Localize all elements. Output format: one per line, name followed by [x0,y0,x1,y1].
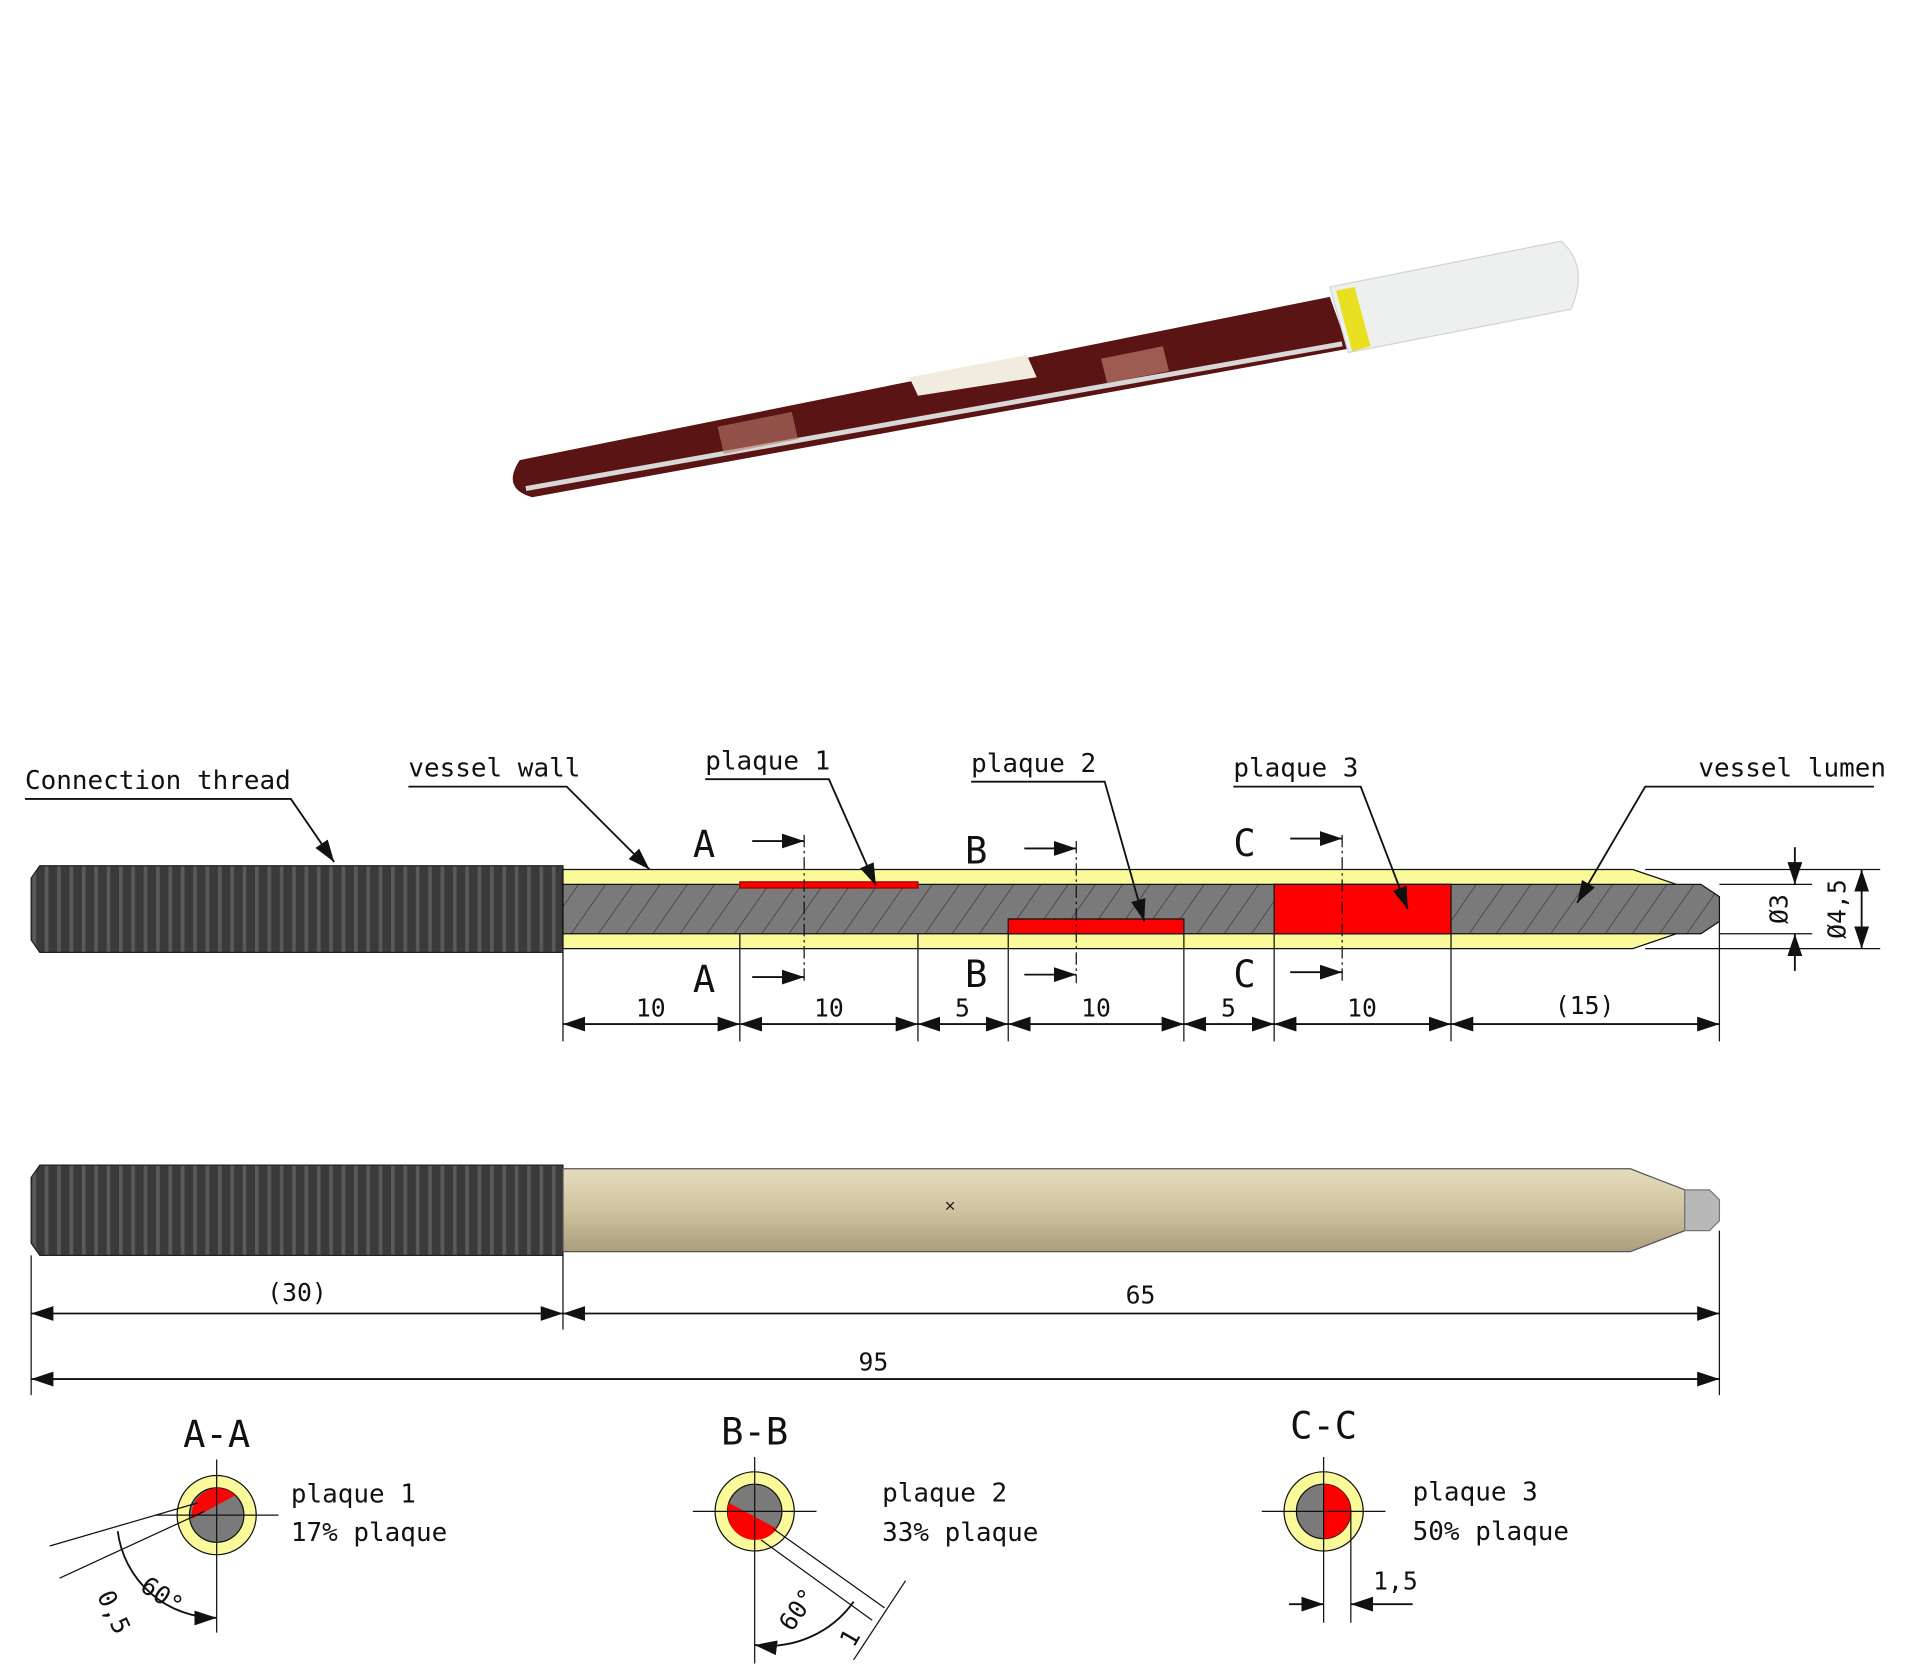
section-view: Connection thread vessel wall plaque 1 p… [25,746,1886,1042]
dimension-label: plaque 2 [882,1479,1007,1509]
section-dimensions: 10 10 5 10 5 10 (15) [562,921,1721,1042]
section-mark-a: AA [693,823,805,1001]
cross-section-c-c: C-C 1,5 plaque 3 50% plaque [1261,1404,1569,1623]
plaque-1 [739,881,919,889]
dimension-label: A [693,958,715,1001]
dimension-label: 10 [1347,994,1377,1023]
dimension-label: plaque 1 [291,1480,416,1510]
dimension-label: (15) [1555,991,1615,1020]
dimension-label: A-A [183,1413,250,1456]
dimension-label: 95 [859,1347,889,1376]
dimension-label: plaque 3 [1413,1477,1538,1507]
connection-thread [30,865,564,953]
dimension-label: 10 [814,994,844,1023]
label-vessel-lumen: vessel lumen [1698,754,1886,784]
dimension-label: C [1233,822,1255,865]
label-plaque-3: plaque 3 [1233,754,1358,784]
dimension-label: 5 [1221,994,1236,1023]
section-mark-c: CC [1233,822,1343,996]
dimension-label: 60° [773,1583,822,1636]
dimension-label: 5 [955,994,970,1023]
phantom-photo [512,240,1579,498]
dimension-label: 1,5 [1373,1566,1418,1595]
label-plaque-2: plaque 2 [971,749,1096,779]
dimension-label: A [693,823,715,866]
dimension-label: C-C [1290,1404,1357,1447]
dimension-label: 10 [636,994,666,1023]
label-connection-thread: Connection thread [25,766,291,796]
dimension-label: 50% plaque [1413,1517,1569,1547]
dimension-label: B-B [721,1411,788,1454]
label-plaque-1: plaque 1 [705,746,830,776]
dimension-label: 33% plaque [882,1518,1038,1548]
cross-section-a-a: A-A 60° 0,5 plaque 1 17% plaque [49,1413,447,1639]
dimension-label: Ø4,5 [1823,879,1852,939]
dimension-label: C [1233,953,1255,996]
label-vessel-wall: vessel wall [408,754,580,784]
plaque-3 [1273,883,1452,935]
dimension-label: B [965,829,987,872]
plaque-2 [1007,918,1185,935]
exterior-view: (30) 65 95 [30,1164,1721,1396]
dimension-label: Ø3 [1764,894,1793,924]
diameter-dimensions: Ø3 Ø4,5 [1645,847,1881,971]
section-mark-b: BB [965,829,1077,996]
dimension-label: (30) [267,1278,327,1307]
dimension-label: 65 [1126,1281,1156,1310]
dimension-label: B [965,953,987,996]
dimension-label: 0,5 [91,1586,136,1639]
dimension-label: 17% plaque [291,1518,447,1548]
dimension-label: 10 [1081,994,1111,1023]
cross-section-b-b: B-B 60° 1 plaque 2 33% plaque [692,1411,1038,1664]
